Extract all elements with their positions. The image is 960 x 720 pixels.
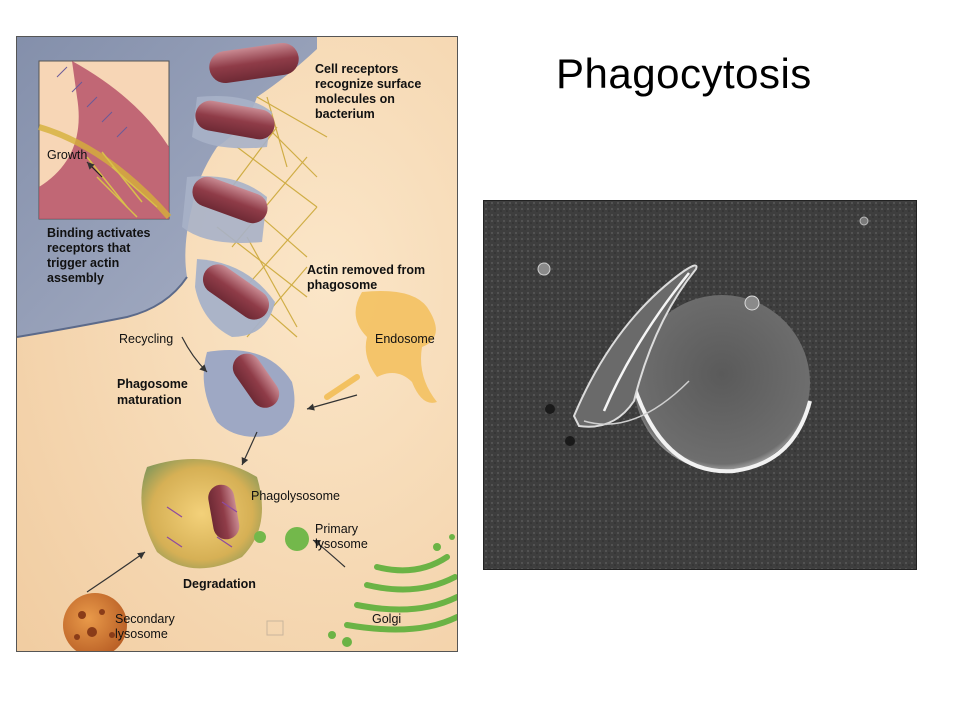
label-primary-lysosome: Primary lysosome xyxy=(315,522,368,551)
label-phagosome-maturation: Phagosome maturation xyxy=(117,377,191,407)
phagosome xyxy=(203,350,295,437)
label-endosome: Endosome xyxy=(375,332,435,346)
golgi xyxy=(344,554,457,633)
bacterium-1 xyxy=(209,42,299,84)
slide-title: Phagocytosis xyxy=(556,50,812,97)
label-golgi: Golgi xyxy=(372,612,401,626)
sem-micrograph xyxy=(483,200,917,570)
publisher-logo xyxy=(266,620,284,636)
label-recycling: Recycling xyxy=(119,332,173,346)
label-growth: Growth xyxy=(47,148,87,162)
label-binding: Binding activates receptors that trigger… xyxy=(47,226,154,285)
label-cell-receptors: Cell receptors recognize surface molecul… xyxy=(315,62,425,121)
phagocytosis-diagram: Cell receptors recognize surface molecul… xyxy=(16,36,458,652)
inset-magnified xyxy=(38,60,172,220)
label-degradation: Degradation xyxy=(183,577,256,591)
pseudopod xyxy=(572,264,698,428)
phagolysosome xyxy=(141,459,262,569)
endosome xyxy=(355,291,437,403)
label-phagolysosome: Phagolysosome xyxy=(251,489,340,503)
bacterium-3 xyxy=(182,176,268,243)
engulfed-particle xyxy=(634,295,810,471)
label-secondary-lysosome: Secondary lysosome xyxy=(115,612,178,641)
label-actin-removed: Actin removed from phagosome xyxy=(307,263,429,292)
bacterium-2 xyxy=(192,96,275,149)
bacterium-4 xyxy=(195,259,275,337)
primary-lysosome xyxy=(285,527,309,551)
